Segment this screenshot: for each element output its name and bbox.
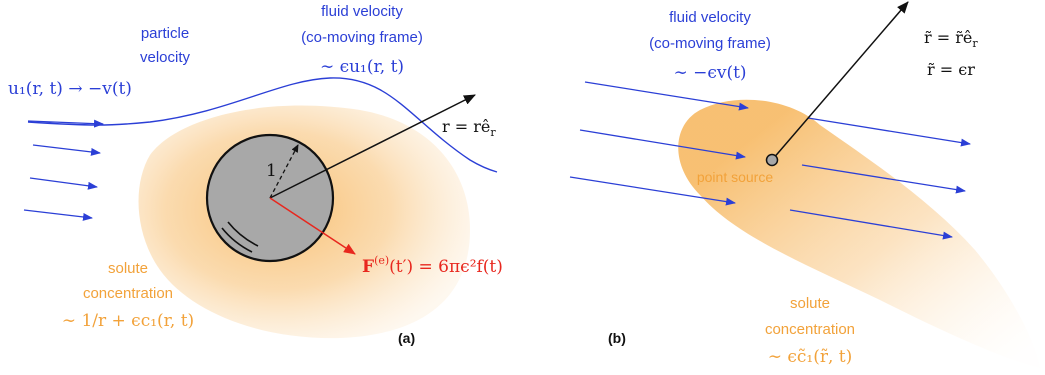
unit-radius-arrow xyxy=(269,144,299,199)
radius-vector-arrow xyxy=(269,94,476,199)
fluid-velocity-label-line1: fluid velocity xyxy=(321,3,403,20)
solute-plume-b xyxy=(678,99,1040,368)
radius-vector-text: r = rê xyxy=(442,117,490,136)
force-rest: (t′) = 6πϵ²f(t) xyxy=(389,257,503,277)
b-fluid-velocity-label-line1: fluid velocity xyxy=(669,9,751,26)
b-radius-vector-sub: r xyxy=(972,37,978,50)
particle-velocity-label-line1: particle xyxy=(141,25,189,42)
force-main: F xyxy=(362,257,374,277)
point-source-dot xyxy=(765,153,779,167)
streamline xyxy=(27,77,498,173)
flow-arrow-4 xyxy=(807,117,971,147)
panel-a-tag: (a) xyxy=(398,330,415,346)
scaled-radius-vector-arrow xyxy=(771,1,909,161)
b-fluid-velocity-expr: ∼ −ϵv(t) xyxy=(673,63,746,83)
b-solute-expr: ∼ ϵc̃₁(r̃, t) xyxy=(768,347,853,367)
flow-arrow-1 xyxy=(584,81,749,111)
solute-expr: ∼ 1/r + ϵc₁(r, t) xyxy=(62,311,194,331)
force-arrow xyxy=(269,197,356,255)
flow-arrow-2 xyxy=(579,129,746,160)
solute-label-line1: solute xyxy=(108,260,148,277)
b-solute-label-line1: solute xyxy=(790,295,830,312)
panel-b-tag: (b) xyxy=(608,330,626,346)
b-radius-scale-label: r̃ = ϵr xyxy=(927,60,975,79)
fluid-velocity-expr: ∼ ϵu₁(r, t) xyxy=(320,57,404,77)
point-source-label: point source xyxy=(697,169,773,185)
b-solute-label-line2: concentration xyxy=(765,321,855,338)
radius-vector-label: r = rêr xyxy=(442,117,496,139)
flow-arrow-3 xyxy=(569,176,736,206)
particle-shine-1 xyxy=(221,227,253,253)
inflow-arrow-2 xyxy=(32,144,101,156)
force-label: F(e)(t′) = 6πϵ²f(t) xyxy=(362,254,503,277)
unit-radius-label: 1 xyxy=(266,161,277,181)
particle-shine-2 xyxy=(227,221,259,247)
b-fluid-velocity-label-line2: (co-moving frame) xyxy=(649,35,771,52)
fluid-velocity-label-line2: (co-moving frame) xyxy=(301,29,423,46)
force-sup: (e) xyxy=(374,254,389,267)
particle-velocity-expr: u₁(r, t) → −v(t) xyxy=(8,79,132,99)
panel-a: particle velocity u₁(r, t) → −v(t) fluid… xyxy=(8,3,503,346)
b-radius-vector-text: r̃ = r̃ê xyxy=(924,28,972,47)
inflow-arrow-3 xyxy=(29,177,98,190)
panel-b: point source fluid velocity (co-moving f… xyxy=(569,1,1040,368)
particle-velocity-label-line2: velocity xyxy=(140,49,191,66)
flow-arrow-5 xyxy=(801,164,966,194)
inflow-arrow-4 xyxy=(23,209,93,221)
flow-arrow-6 xyxy=(789,209,953,240)
b-radius-vector-label: r̃ = r̃êr xyxy=(924,28,978,50)
solute-label-line2: concentration xyxy=(83,285,173,302)
inflow-arrow-1 xyxy=(27,119,104,128)
radius-vector-sub: r xyxy=(490,126,496,139)
